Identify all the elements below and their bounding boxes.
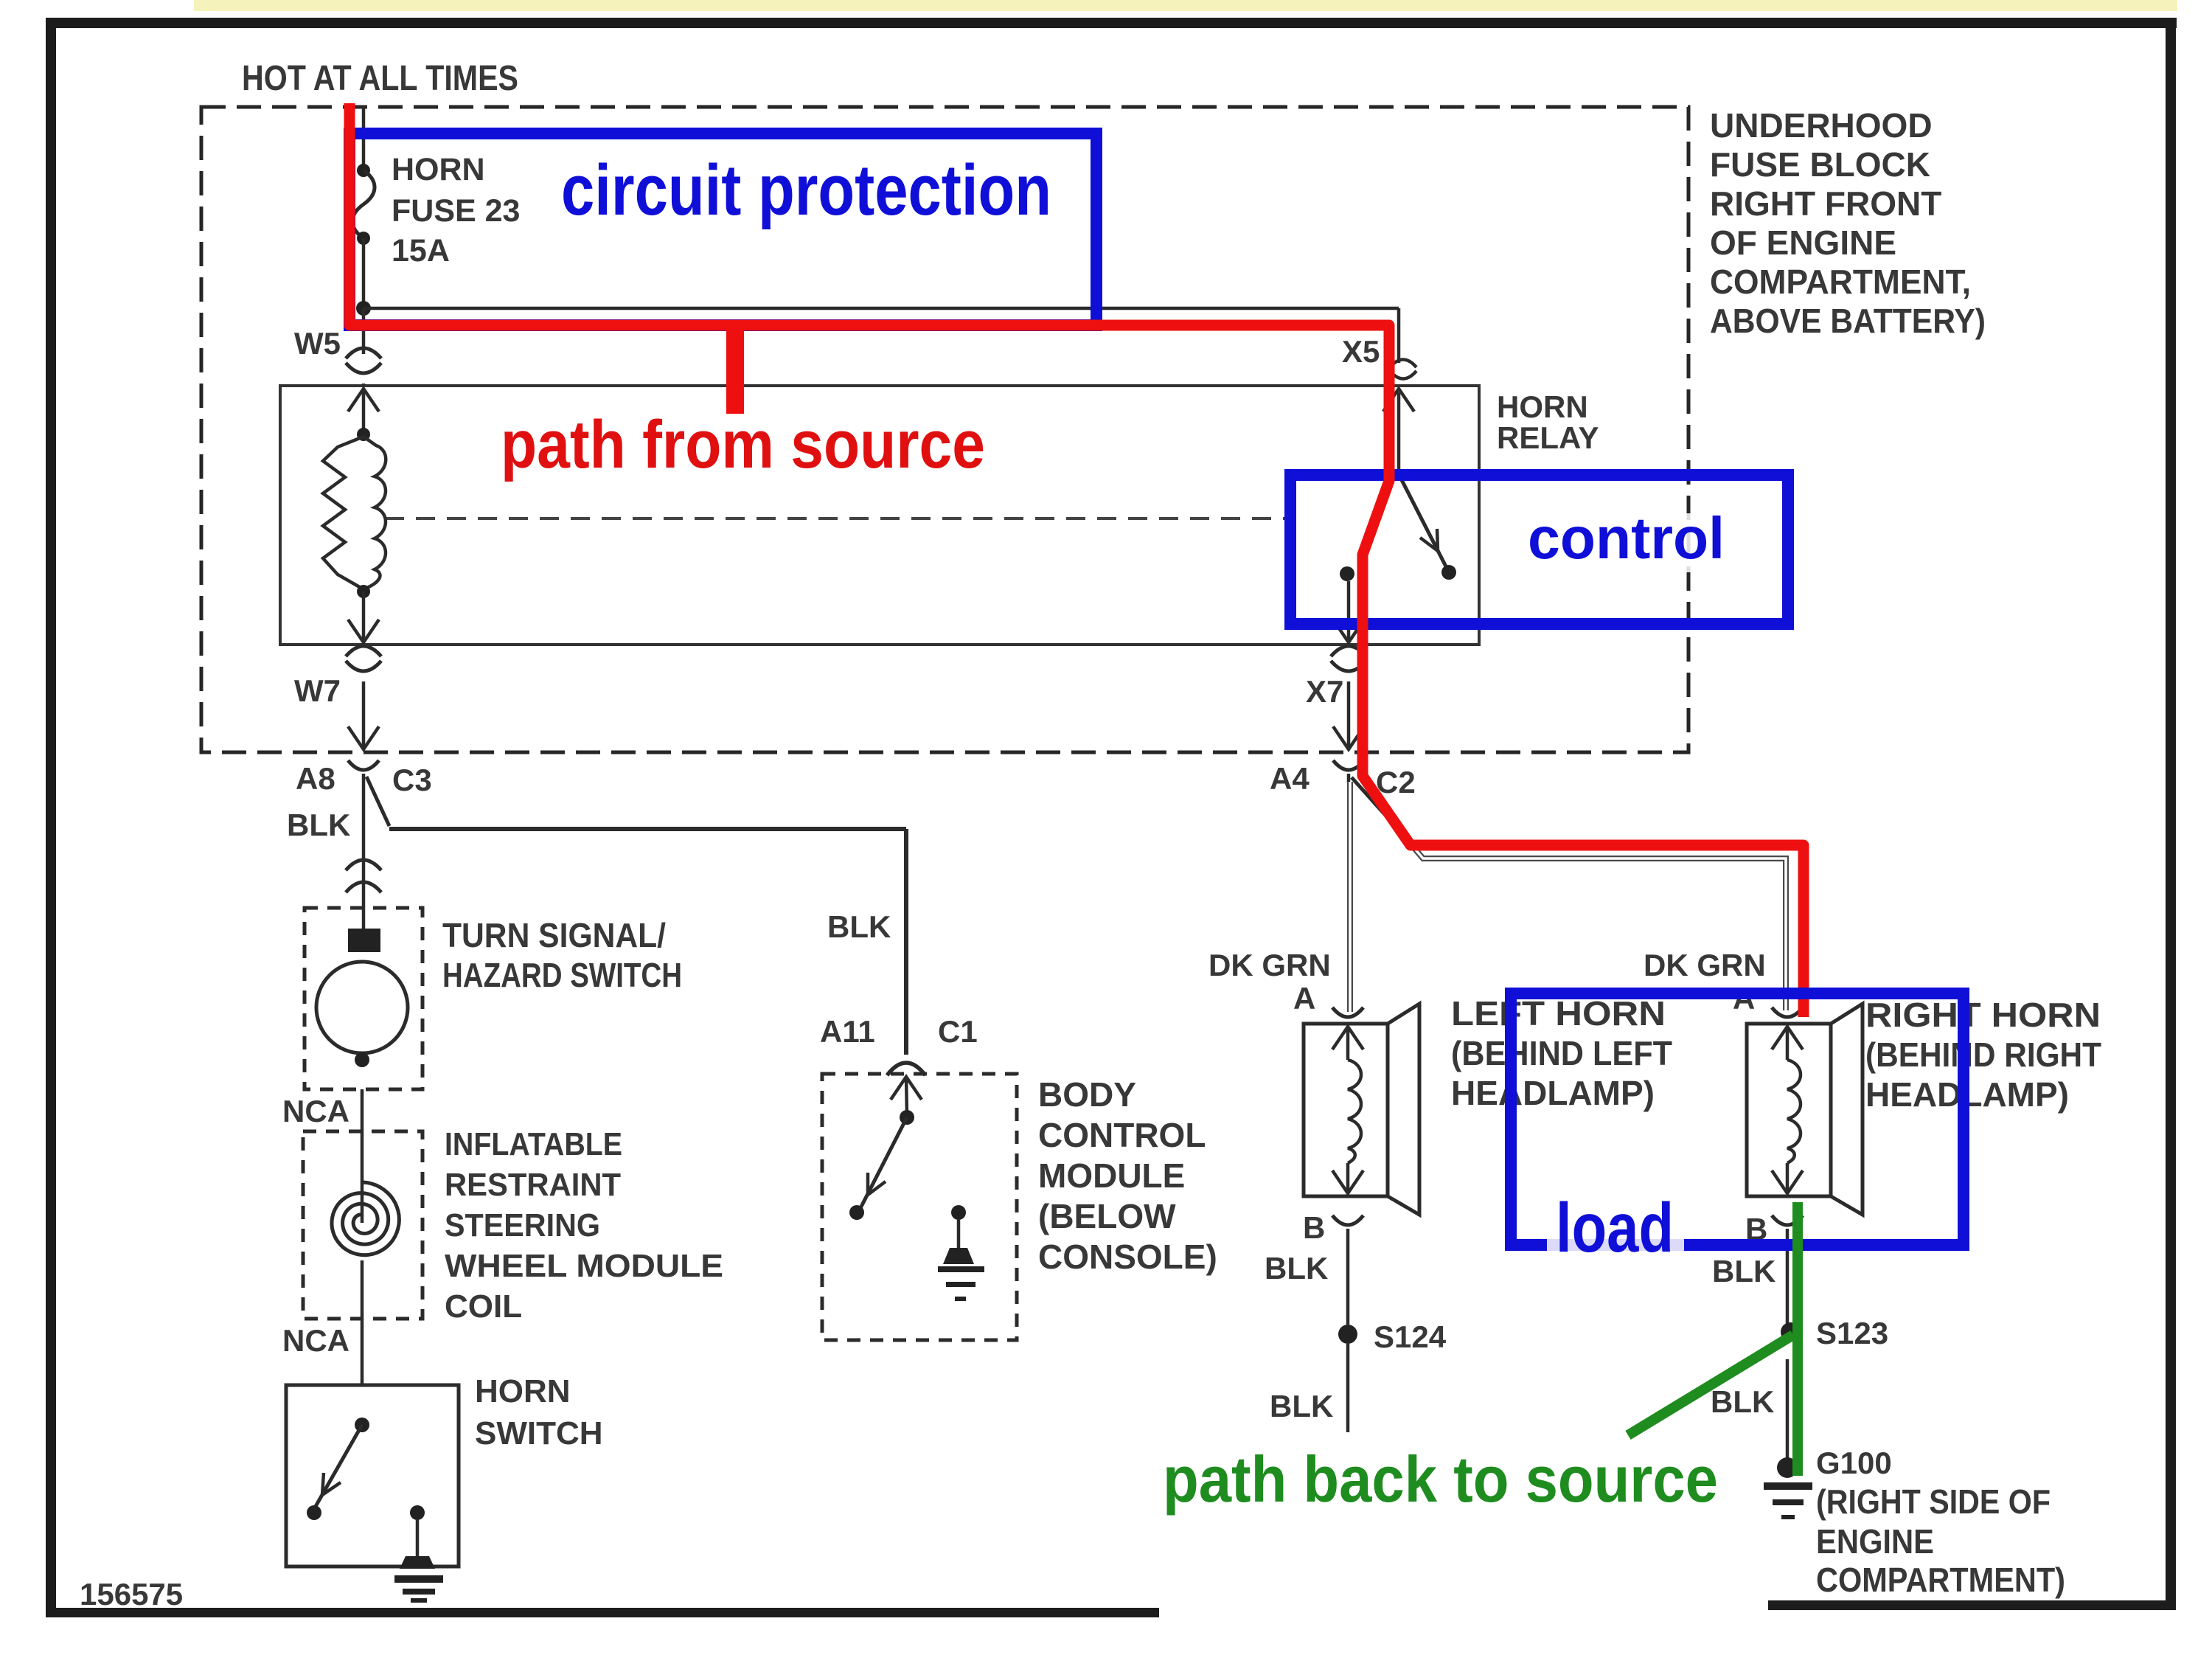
svg-text:path back to source: path back to source: [1163, 1443, 1718, 1516]
svg-text:INFLATABLE: INFLATABLE: [445, 1126, 622, 1162]
svg-text:HAZARD SWITCH: HAZARD SWITCH: [442, 956, 682, 994]
svg-text:BLK: BLK: [287, 808, 350, 842]
svg-text:CONTROL: CONTROL: [1038, 1116, 1206, 1154]
svg-text:A: A: [1293, 981, 1315, 1016]
svg-text:RELAY: RELAY: [1497, 420, 1599, 455]
svg-text:FUSE BLOCK: FUSE BLOCK: [1710, 145, 1930, 184]
svg-text:control: control: [1528, 505, 1725, 571]
svg-text:DK GRN: DK GRN: [1644, 948, 1766, 982]
svg-text:C3: C3: [392, 763, 432, 797]
svg-text:W5: W5: [294, 326, 341, 361]
svg-text:HORN: HORN: [392, 152, 485, 187]
svg-text:15A: 15A: [392, 233, 450, 268]
svg-text:BODY: BODY: [1038, 1075, 1136, 1114]
svg-text:COMPARTMENT): COMPARTMENT): [1816, 1561, 2065, 1599]
svg-text:path from source: path from source: [501, 407, 985, 482]
svg-text:A11: A11: [820, 1014, 875, 1049]
svg-text:S123: S123: [1816, 1316, 1888, 1350]
svg-text:BLK: BLK: [1712, 1254, 1775, 1288]
svg-text:A4: A4: [1270, 761, 1310, 796]
svg-text:BLK: BLK: [1265, 1251, 1328, 1286]
svg-text:BLK: BLK: [827, 909, 891, 944]
svg-text:WHEEL MODULE: WHEEL MODULE: [445, 1248, 723, 1284]
svg-text:STEERING: STEERING: [445, 1207, 600, 1243]
svg-text:NCA: NCA: [282, 1094, 349, 1128]
svg-text:C1: C1: [938, 1014, 978, 1049]
svg-text:LEFT HORN: LEFT HORN: [1451, 994, 1666, 1033]
svg-text:ENGINE: ENGINE: [1816, 1522, 1934, 1561]
svg-text:MODULE: MODULE: [1038, 1156, 1185, 1195]
svg-text:COIL: COIL: [445, 1288, 522, 1325]
svg-text:DK GRN: DK GRN: [1208, 948, 1331, 982]
svg-text:(BELOW: (BELOW: [1038, 1197, 1176, 1235]
svg-text:OF ENGINE: OF ENGINE: [1710, 223, 1896, 262]
svg-text:G100: G100: [1816, 1446, 1892, 1480]
svg-text:BLK: BLK: [1711, 1384, 1774, 1419]
svg-text:FUSE 23: FUSE 23: [392, 193, 520, 229]
svg-text:X5: X5: [1342, 334, 1380, 369]
svg-text:CONSOLE): CONSOLE): [1038, 1238, 1217, 1276]
svg-text:UNDERHOOD: UNDERHOOD: [1710, 106, 1933, 145]
svg-text:circuit protection: circuit protection: [561, 150, 1051, 230]
svg-text:RESTRAINT: RESTRAINT: [445, 1167, 621, 1203]
svg-text:load: load: [1556, 1189, 1674, 1267]
svg-text:(RIGHT SIDE OF: (RIGHT SIDE OF: [1816, 1482, 2051, 1521]
svg-text:(BEHIND LEFT: (BEHIND LEFT: [1451, 1034, 1672, 1072]
svg-text:S124: S124: [1374, 1319, 1447, 1354]
svg-text:HOT AT ALL TIMES: HOT AT ALL TIMES: [242, 59, 518, 98]
svg-text:RIGHT FRONT: RIGHT FRONT: [1710, 184, 1941, 223]
svg-text:COMPARTMENT,: COMPARTMENT,: [1710, 263, 1971, 301]
svg-text:HEADLAMP): HEADLAMP): [1451, 1074, 1655, 1112]
svg-text:A8: A8: [296, 761, 335, 796]
svg-text:ABOVE BATTERY): ABOVE BATTERY): [1710, 302, 1986, 340]
svg-text:W7: W7: [294, 673, 341, 708]
svg-text:HORN: HORN: [1497, 389, 1588, 424]
svg-text:156575: 156575: [80, 1577, 183, 1611]
svg-text:B: B: [1303, 1210, 1325, 1245]
svg-text:NCA: NCA: [282, 1323, 349, 1358]
svg-text:TURN SIGNAL/: TURN SIGNAL/: [442, 916, 666, 954]
svg-text:BLK: BLK: [1270, 1389, 1333, 1423]
svg-text:RIGHT HORN: RIGHT HORN: [1865, 996, 2101, 1034]
svg-text:HORN: HORN: [475, 1373, 571, 1409]
svg-text:SWITCH: SWITCH: [475, 1415, 603, 1451]
svg-text:X7: X7: [1306, 674, 1343, 709]
svg-text:(BEHIND RIGHT: (BEHIND RIGHT: [1865, 1035, 2101, 1074]
svg-text:C2: C2: [1376, 765, 1416, 799]
